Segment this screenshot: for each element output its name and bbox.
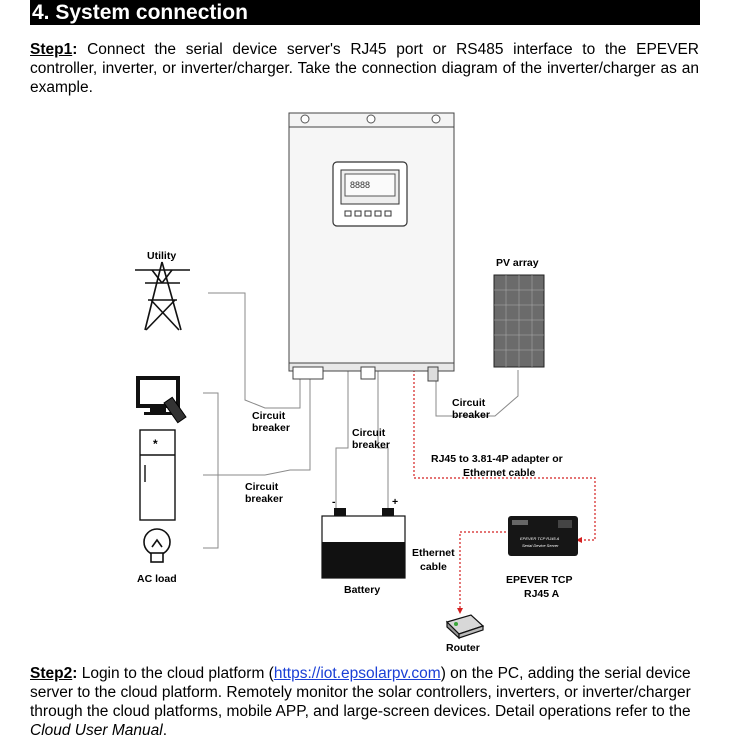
- tv-icon: [136, 376, 187, 424]
- battery-minus-label: -: [332, 496, 336, 508]
- device-text-1: EPEVER TCP RJ45 A: [520, 536, 560, 541]
- step1-paragraph: Step1: Connect the serial device server'…: [30, 40, 699, 97]
- ac-load-label: AC load: [137, 573, 177, 585]
- fridge-star-icon: *: [153, 437, 158, 451]
- battery-plus-label: +: [392, 496, 398, 508]
- battery-label: Battery: [344, 584, 380, 596]
- arrow-head-to-server: [576, 537, 582, 543]
- pv-array-panel: [493, 274, 545, 368]
- step1-colon: :: [72, 41, 78, 58]
- breaker2-line2: breaker: [245, 493, 283, 505]
- wiring-lines: [203, 292, 519, 549]
- breaker3-line1: Circuit: [352, 427, 386, 439]
- breaker2-line1: Circuit: [245, 481, 279, 493]
- step2-text-after: ) on the PC, adding the serial device se…: [30, 665, 691, 720]
- breaker1-line2: breaker: [252, 422, 290, 434]
- refrigerator-icon: [139, 429, 176, 521]
- router-icon: [445, 614, 485, 640]
- utility-tower-icon: [135, 261, 190, 331]
- router-label: Router: [446, 642, 480, 654]
- data-cable-lines: [413, 370, 596, 610]
- breaker3-line2: breaker: [352, 439, 390, 451]
- arrow-head-to-router: [457, 608, 463, 614]
- step2-end: .: [162, 722, 167, 739]
- step2-colon: :: [72, 665, 78, 682]
- breaker4-line1: Circuit: [452, 397, 486, 409]
- device-text-2: Serial Device Server: [522, 543, 559, 548]
- step2-paragraph: Step2: Login to the cloud platform (http…: [30, 664, 699, 740]
- inverter-charger: 8888: [288, 112, 455, 382]
- epever-tcp-label-line2: RJ45 A: [524, 588, 560, 600]
- step1-label: Step1: [30, 41, 73, 58]
- pv-array-label: PV array: [496, 257, 539, 269]
- cloud-user-manual: Cloud User Manual: [30, 722, 163, 739]
- adapter-label-line2: Ethernet cable: [463, 467, 536, 479]
- epever-tcp-label-line1: EPEVER TCP: [506, 574, 573, 586]
- serial-device-server: [508, 516, 578, 556]
- adapter-label-line1: RJ45 to 3.81-4P adapter or: [431, 453, 563, 465]
- breaker1-line1: Circuit: [252, 410, 286, 422]
- light-bulb-icon: [143, 528, 171, 563]
- step1-text: Connect the serial device server's RJ45 …: [30, 41, 699, 96]
- section-header: 4. System connection: [30, 0, 700, 25]
- ethernet-label-line2: cable: [420, 561, 447, 573]
- ethernet-label-line1: Ethernet: [412, 547, 455, 559]
- cloud-platform-link[interactable]: https://iot.epsolarpv.com: [273, 665, 441, 682]
- battery-icon: [321, 508, 406, 579]
- breaker4-line2: breaker: [452, 409, 490, 421]
- svg-text:8888: 8888: [350, 180, 370, 190]
- utility-label: Utility: [147, 250, 176, 262]
- section-title: 4. System connection: [32, 1, 248, 24]
- step2-label: Step2: [30, 665, 73, 682]
- step2-text-before: Login to the cloud platform (: [77, 665, 274, 682]
